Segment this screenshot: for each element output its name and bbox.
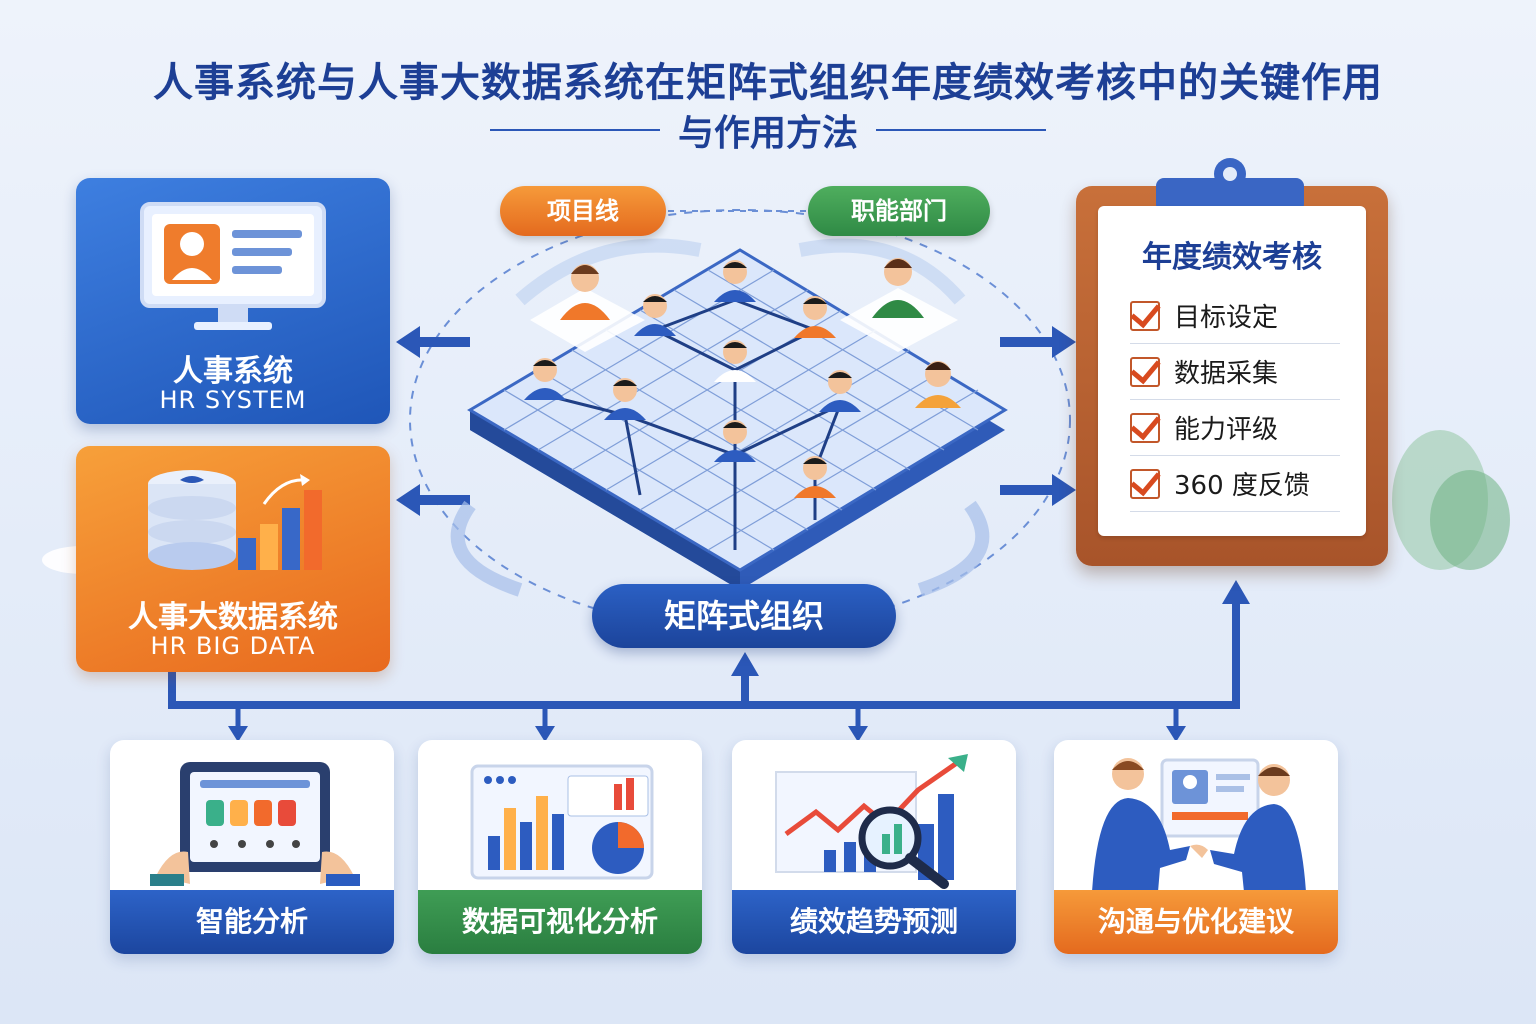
data-viz-card[interactable]: 数据可视化分析: [418, 740, 702, 954]
database-chart-icon: [148, 470, 322, 570]
subtitle-line-right: [876, 129, 1046, 131]
checkbox-checked-icon: [1130, 356, 1160, 387]
bar-pie-chart-icon: [470, 764, 654, 880]
page-subtitle: 与作用方法: [677, 113, 858, 154]
checklist-item-label: 数据采集: [1174, 359, 1279, 389]
hr-system-card[interactable]: 人事系统 HR SYSTEM: [76, 178, 390, 424]
project-line-bubble[interactable]: 项目线: [500, 186, 666, 236]
page-title: 人事系统与人事大数据系统在矩阵式组织年度绩效考核中的关键作用: [153, 60, 1383, 106]
people-discussion-icon: [1092, 758, 1306, 892]
subtitle-line-left: [489, 129, 660, 131]
functional-dept-bubble[interactable]: 职能部门: [808, 186, 990, 236]
checklist-item[interactable]: 数据采集: [1130, 344, 1340, 400]
hr-system-sub: HR SYSTEM: [159, 386, 307, 414]
hr-system-label: 人事系统: [173, 354, 293, 389]
trend-forecast-label: 绩效趋势预测: [732, 890, 1016, 954]
checkbox-checked-icon: [1130, 412, 1160, 443]
checklist-item-label: 360 度反馈: [1174, 471, 1310, 501]
subtitle-row: 与作用方法: [0, 104, 1536, 156]
trend-magnifier-icon: [775, 754, 968, 889]
hr-big-data-sub: HR BIG DATA: [150, 632, 316, 660]
team-members-illustration: [524, 258, 961, 498]
hr-big-data-card[interactable]: 人事大数据系统 HR BIG DATA: [76, 446, 390, 672]
checklist-item[interactable]: 360 度反馈: [1130, 456, 1340, 512]
checklist-item[interactable]: 目标设定: [1130, 288, 1340, 344]
clipboard-title: 年度绩效考核: [1142, 240, 1322, 275]
checkbox-checked-icon: [1130, 468, 1160, 499]
data-viz-label: 数据可视化分析: [418, 890, 702, 954]
matrix-org-label[interactable]: 矩阵式组织: [592, 584, 896, 648]
monitor-profile-icon: [140, 202, 326, 330]
checklist-item-label: 能力评级: [1174, 415, 1279, 445]
smart-analysis-label: 智能分析: [110, 890, 394, 954]
checklist-item-label: 目标设定: [1174, 303, 1279, 333]
tablet-dashboard-icon: [150, 762, 360, 886]
trend-forecast-card[interactable]: 绩效趋势预测: [732, 740, 1016, 954]
communication-label: 沟通与优化建议: [1054, 890, 1338, 954]
hr-big-data-label: 人事大数据系统: [128, 600, 338, 635]
clipboard-icon: [1156, 158, 1304, 212]
checklist-item[interactable]: 能力评级: [1130, 400, 1340, 456]
smart-analysis-card[interactable]: 智能分析: [110, 740, 394, 954]
communication-card[interactable]: 沟通与优化建议: [1054, 740, 1338, 954]
checkbox-checked-icon: [1130, 300, 1160, 331]
